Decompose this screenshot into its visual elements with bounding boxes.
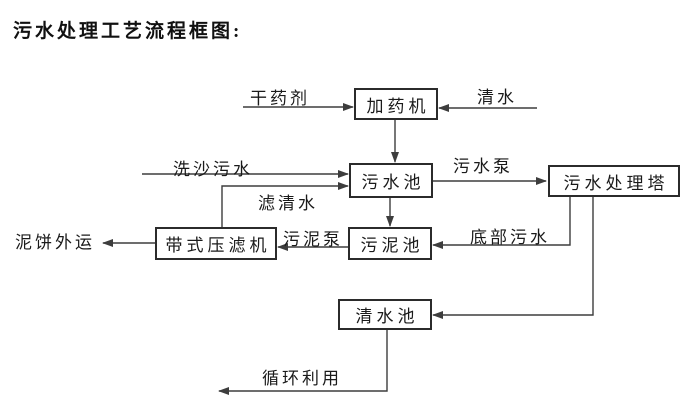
node-treatment-tower: 污水处理塔 <box>548 165 680 197</box>
arrow-filtered-water-press-to-sewage-pool <box>221 182 349 227</box>
label-sludge-pump: 污泥泵 <box>283 230 343 249</box>
arrow-tower-to-clean-pool <box>432 197 594 319</box>
label-dry-chemical: 干药剂 <box>250 89 310 108</box>
label-sewage-pump: 污水泵 <box>453 157 513 176</box>
label-filtered-water: 滤清水 <box>258 194 318 213</box>
node-sludge-pool: 污泥池 <box>348 227 432 260</box>
node-sewage-pool: 污水池 <box>349 163 433 198</box>
node-clean-water-pool: 清水池 <box>338 299 432 330</box>
node-belt-filter-press: 带式压滤机 <box>155 227 277 260</box>
label-sand-washing-sewage: 洗沙污水 <box>173 160 253 179</box>
label-bottom-sewage: 底部污水 <box>470 228 550 247</box>
label-mud-cake-out: 泥饼外运 <box>15 233 95 252</box>
label-recycling: 循环利用 <box>262 369 342 388</box>
node-dosing-machine: 加药机 <box>354 88 438 120</box>
arrow-bottom-sewage-tower-to-sludge-pool <box>432 197 571 249</box>
arrow-clean-pool-to-recycling <box>218 330 388 395</box>
label-clean-water: 清水 <box>477 88 517 107</box>
page-title: 污水处理工艺流程框图: <box>13 21 243 42</box>
